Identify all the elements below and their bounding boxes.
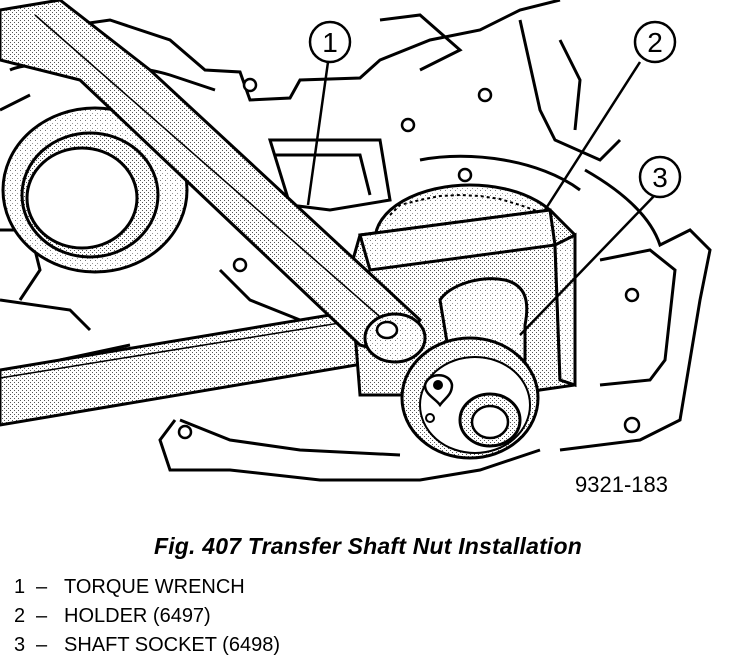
legend-item: 3 – SHAFT SOCKET (6498) — [14, 631, 280, 660]
legend-item: 2 – HOLDER (6497) — [14, 602, 280, 631]
torque-wrench — [0, 0, 427, 364]
callout-2: 2 — [633, 20, 677, 64]
legend-item-text: SHAFT SOCKET (6498) — [64, 634, 280, 656]
legend-item: 1 – TORQUE WRENCH — [14, 573, 280, 602]
leader-line-3 — [519, 194, 656, 336]
callout-leaders — [306, 61, 656, 336]
legend-item-number: 1 — [14, 576, 26, 598]
callout-3: 3 — [638, 155, 682, 199]
transfer-shaft-illustration: 1 2 3 9321-183 — [0, 0, 712, 497]
legend-item-number: 2 — [14, 605, 26, 627]
leader-line-1 — [306, 61, 330, 206]
callout-1: 1 — [308, 20, 352, 64]
figure-caption: Fig. 407 Transfer Shaft Nut Installation — [153, 533, 583, 559]
leader-line-2 — [543, 61, 642, 211]
figure-id-label: 9321-183 — [575, 472, 668, 497]
legend-item-text: HOLDER (6497) — [64, 605, 211, 627]
legend-item-dash: – — [36, 576, 48, 598]
callout-3-number: 3 — [652, 162, 668, 193]
case-bolt-holes — [177, 77, 641, 440]
shaft-socket — [400, 277, 540, 460]
legend-item-number: 3 — [14, 634, 26, 656]
bearing-bore — [1, 106, 189, 274]
legend-list: 1 – TORQUE WRENCH 2 – HOLDER (6497) 3 – … — [14, 573, 280, 660]
callout-2-number: 2 — [647, 27, 663, 58]
legend-item-dash: – — [36, 634, 48, 656]
legend-item-dash: – — [36, 605, 48, 627]
legend-item-text: TORQUE WRENCH — [64, 576, 245, 598]
callout-1-number: 1 — [322, 27, 338, 58]
